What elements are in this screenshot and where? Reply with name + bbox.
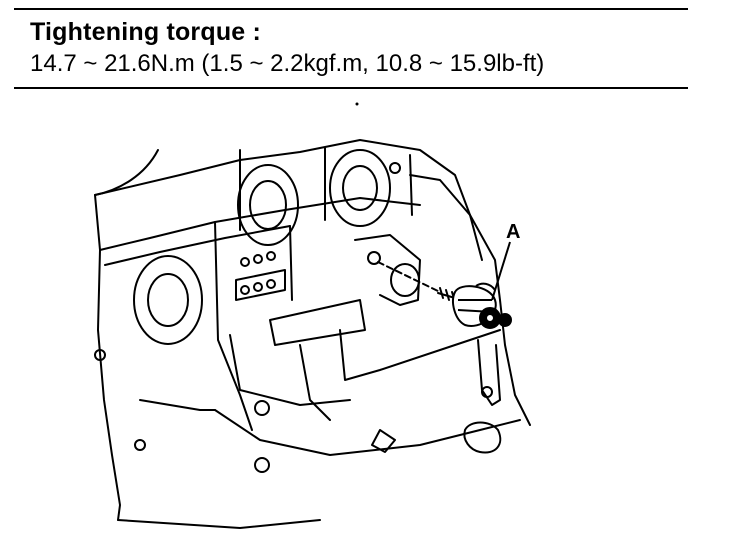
torque-spec-block: Tightening torque : 14.7 ~ 21.6N.m (1.5 … — [30, 16, 544, 80]
callout-label-a: A — [506, 221, 520, 243]
torque-spec-value: 14.7 ~ 21.6N.m (1.5 ~ 2.2kgf.m, 10.8 ~ 1… — [30, 50, 545, 77]
callout-a: A — [491, 221, 520, 301]
top-rule — [14, 8, 688, 10]
knock-sensor — [452, 282, 512, 329]
installation-guide-line — [377, 261, 441, 293]
torque-spec-title: Tightening torque : — [30, 18, 262, 46]
bore-boss-3 — [329, 149, 391, 227]
bore-boss-2 — [237, 164, 299, 246]
block-outline — [94, 194, 121, 521]
bore-boss-1 — [133, 255, 203, 345]
bottom-rule — [14, 87, 688, 89]
